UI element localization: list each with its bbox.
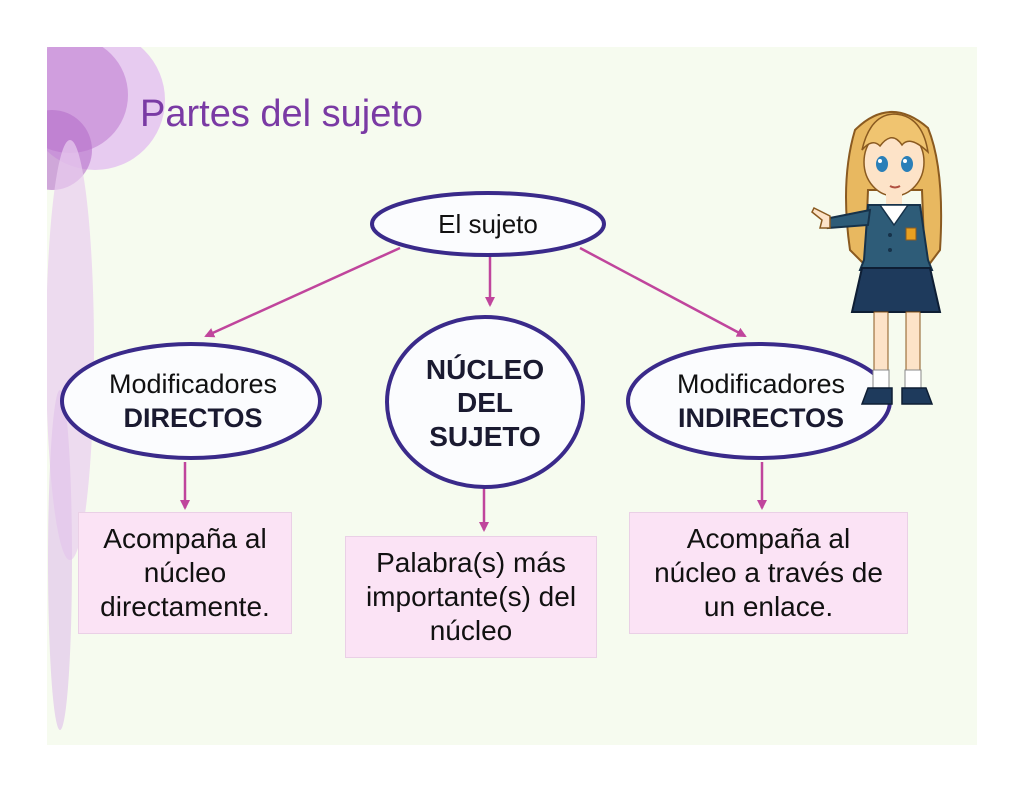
left-ellipse [60, 342, 322, 460]
left-description-text: Acompaña al núcleo directamente. [100, 522, 270, 623]
schoolgirl-pointing-illustration [811, 111, 943, 405]
center-node-line3: SUJETO [429, 420, 541, 452]
arrow-root-to-left [204, 246, 401, 338]
right-description-box: Acompaña al núcleo a través de un enlace… [629, 512, 908, 634]
center-ellipse [385, 315, 585, 489]
center-node-line1: NÚCLEO [425, 353, 545, 385]
root-ellipse [370, 191, 606, 257]
right-node-line2: INDIRECTOS [677, 403, 845, 433]
left-node-line1: Modificadores [108, 369, 278, 400]
root-node-label: El sujeto [438, 208, 538, 239]
right-node-label: Modificadores INDIRECTOS [630, 350, 892, 454]
right-node-line1: Modificadores [676, 369, 846, 400]
center-node-line2: DEL [457, 387, 513, 419]
center-node-label: NÚCLEO DEL SUJETO [390, 332, 580, 474]
center-description-text: Palabra(s) más importante(s) del núcleo [365, 546, 577, 647]
left-description-box: Acompaña al núcleo directamente. [78, 512, 292, 634]
left-node-label: Modificadores DIRECTOS [62, 350, 324, 454]
right-description-text: Acompaña al núcleo a través de un enlace… [654, 522, 883, 623]
center-description-box: Palabra(s) más importante(s) del núcleo [345, 536, 597, 658]
arrow-root-to-right [579, 246, 747, 338]
left-node-line2: DIRECTOS [123, 403, 263, 433]
page-title: Partes del sujeto [140, 93, 424, 135]
